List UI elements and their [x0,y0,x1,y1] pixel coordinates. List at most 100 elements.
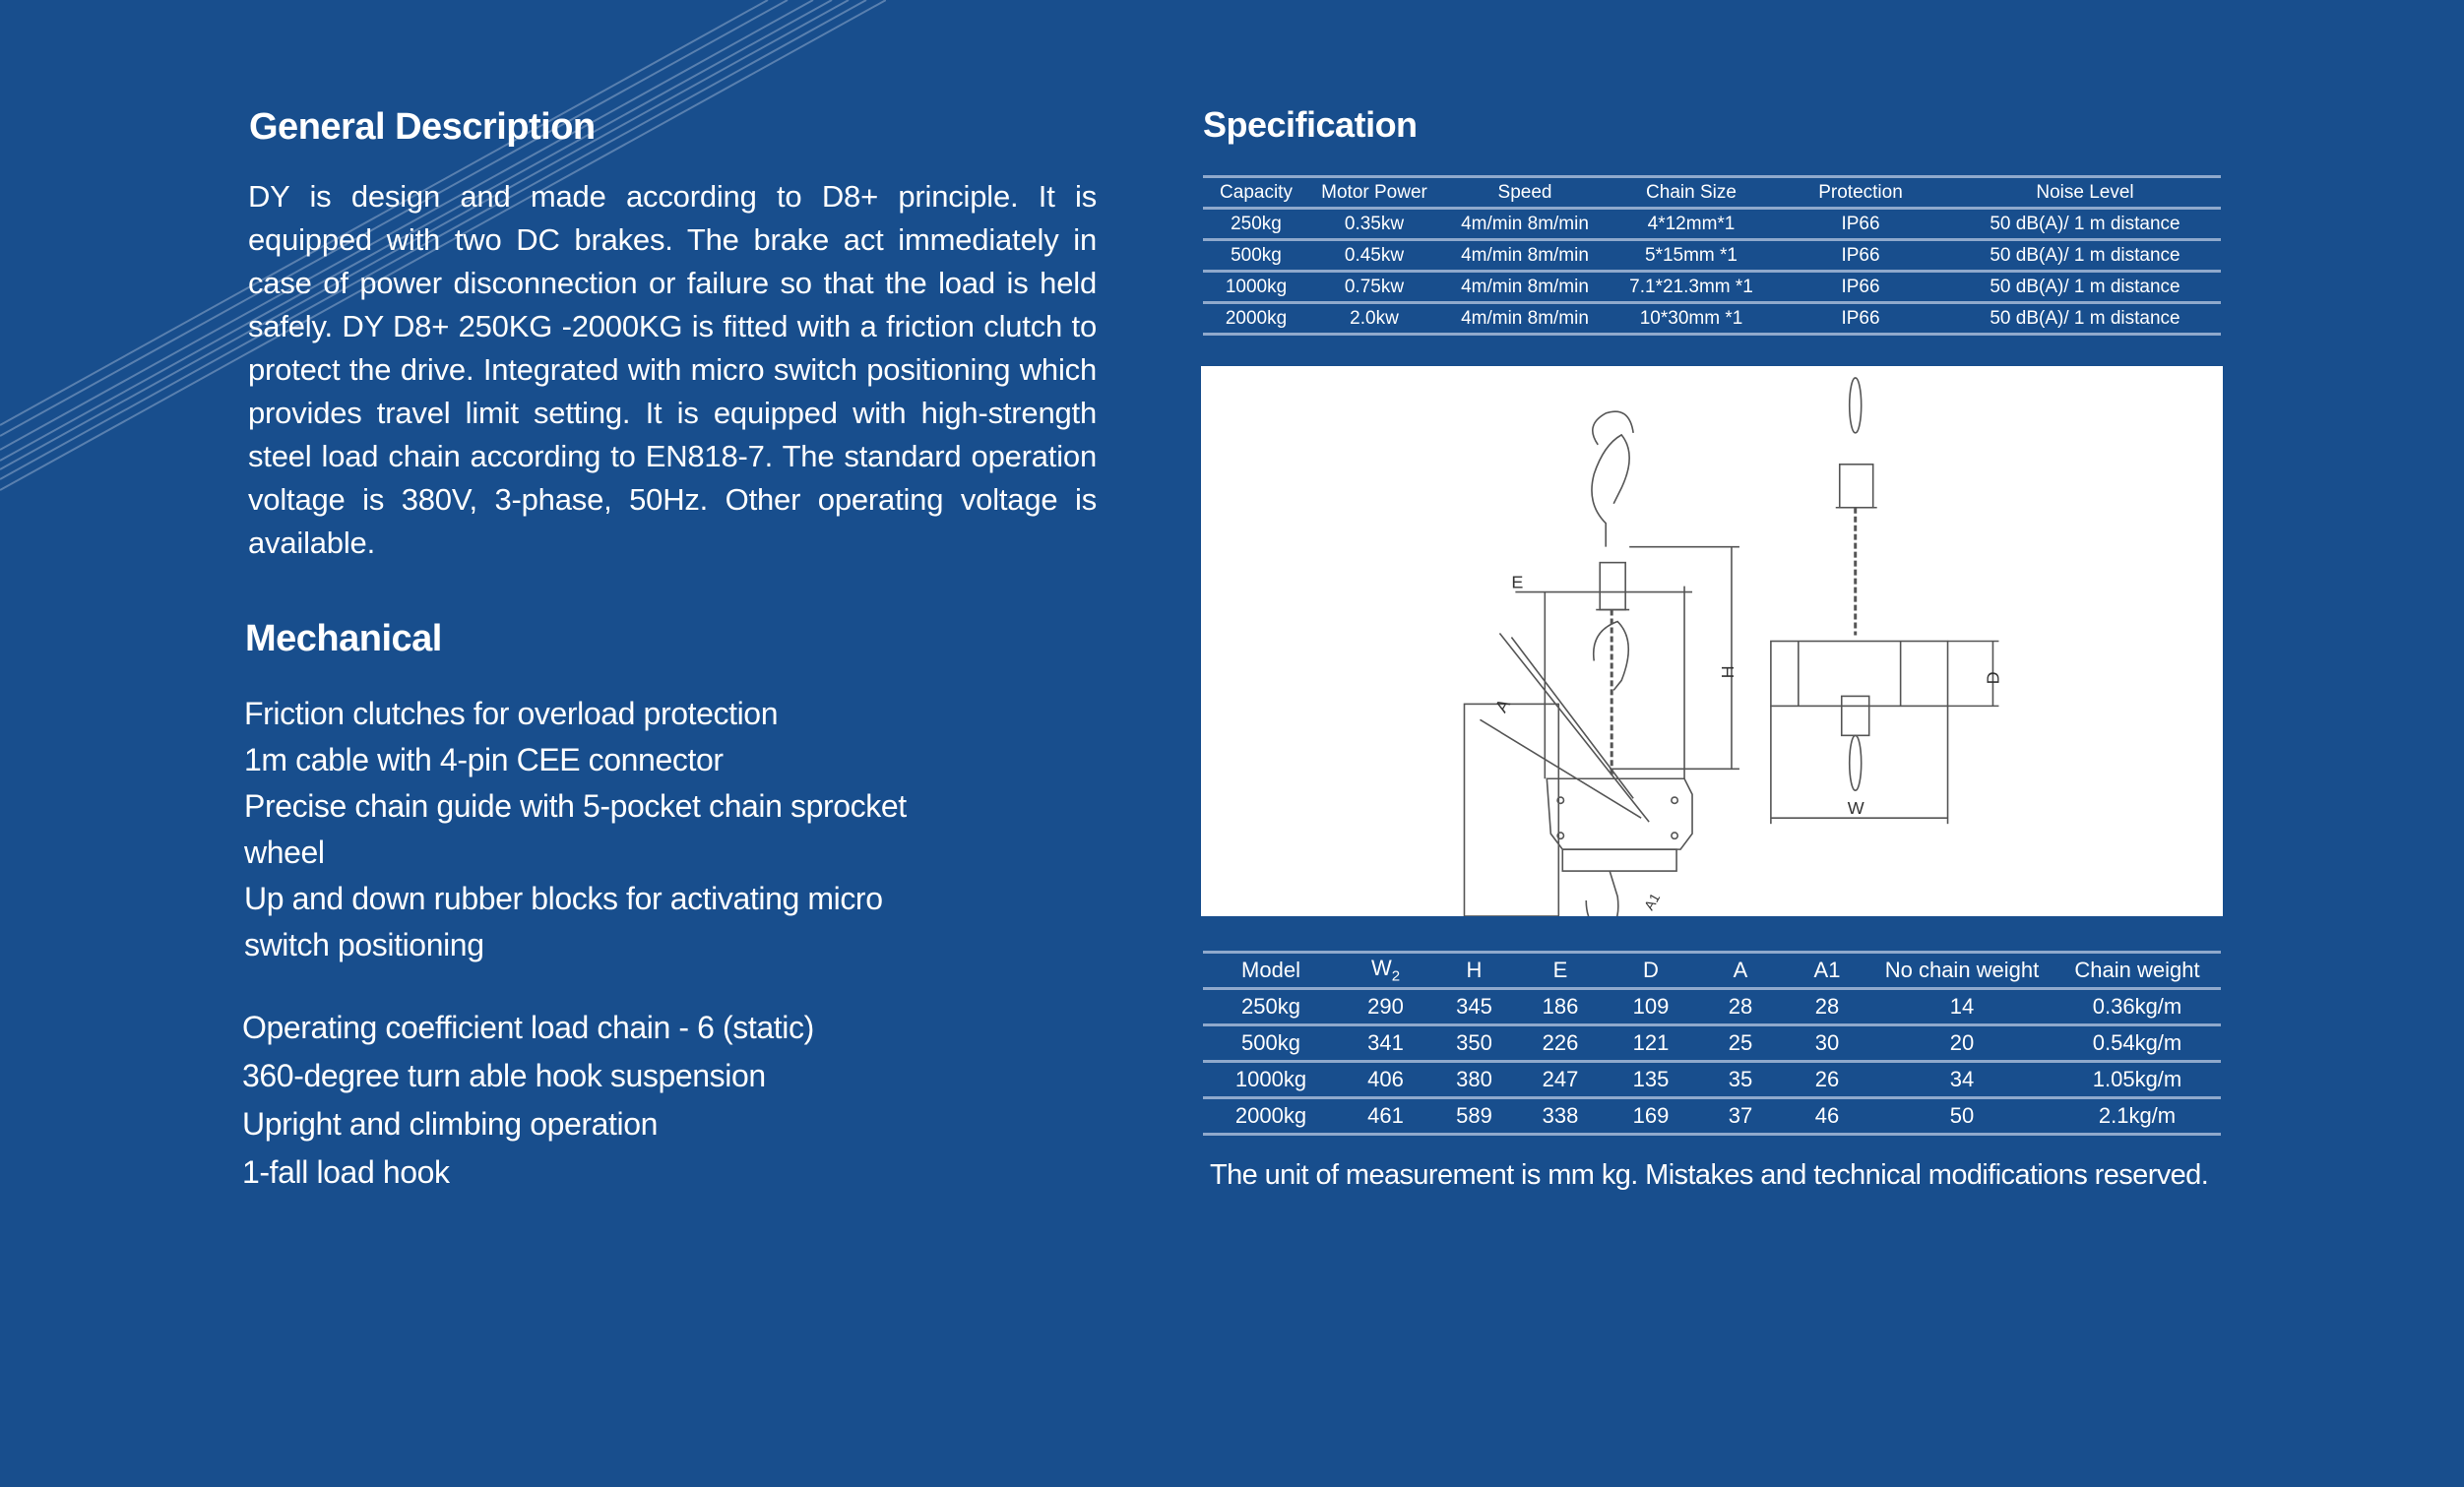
table-cell: 2000kg [1203,302,1309,336]
table-cell: 589 [1432,1097,1516,1136]
mechanical-feature-list: Friction clutches for overload protectio… [244,691,933,968]
table-cell: 37 [1697,1097,1784,1136]
table-cell: 250kg [1203,988,1339,1026]
table-cell: IP66 [1772,302,1949,336]
column-header: Protection [1772,176,1949,210]
table-cell: 0.54kg/m [2053,1024,2221,1063]
table-cell: 28 [1784,988,1870,1026]
table-cell: 338 [1516,1097,1605,1136]
table-cell: 7.1*21.3mm *1 [1611,271,1772,304]
column-header: Chain Size [1611,176,1772,210]
table-cell: 350 [1432,1024,1516,1063]
table-cell: 50 dB(A)/ 1 m distance [1949,239,2221,273]
table-cell: 4m/min 8m/min [1439,208,1611,241]
column-header: Noise Level [1949,176,2221,210]
table-cell: 406 [1339,1061,1432,1099]
table-cell: 169 [1605,1097,1697,1136]
table-cell: 1000kg [1203,1061,1339,1099]
table-cell: 50 dB(A)/ 1 m distance [1949,271,2221,304]
table-cell: 4m/min 8m/min [1439,239,1611,273]
decorative-diagonal-lines [0,0,886,491]
hoist-side-view [1463,410,1739,933]
feature-item: Precise chain guide with 5-pocket chain … [244,788,907,870]
table-cell: 2.0kw [1309,302,1439,336]
table-cell: 461 [1339,1097,1432,1136]
table-cell: 2.1kg/m [2053,1097,2221,1136]
feature-item: Operating coefficient load chain - 6 (st… [242,1010,814,1045]
table-cell: 20 [1870,1024,2053,1063]
table-cell: 25 [1697,1024,1784,1063]
column-header: Model [1203,952,1339,990]
hoist-dimension-diagram: E H A A1 D W [1201,366,2223,933]
table-cell: 500kg [1203,239,1309,273]
table-cell: 28 [1697,988,1784,1026]
column-header: W2 [1339,952,1432,990]
table-cell: 1.05kg/m [2053,1061,2221,1099]
table-cell: 10*30mm *1 [1611,302,1772,336]
table-cell: 121 [1605,1024,1697,1063]
table-cell: 4m/min 8m/min [1439,302,1611,336]
dim-label-a1: A1 [1641,890,1664,912]
table-cell: 14 [1870,988,2053,1026]
measurement-note: The unit of measurement is mm kg. Mistak… [1210,1159,2209,1191]
column-header: Chain weight [2053,952,2221,990]
dim-label-e: E [1511,573,1523,592]
table-cell: 345 [1432,988,1516,1026]
table-cell: 0.36kg/m [2053,988,2221,1026]
specification-title: Specification [1203,104,1418,145]
dim-label-w: W [1848,798,1864,818]
column-header: Motor Power [1309,176,1439,210]
table-cell: 247 [1516,1061,1605,1099]
feature-item: Upright and climbing operation [242,1106,659,1142]
feature-item: 360-degree turn able hook suspension [242,1058,766,1093]
table-cell: 34 [1870,1061,2053,1099]
table-cell: 380 [1432,1061,1516,1099]
table-cell: 500kg [1203,1024,1339,1063]
table-cell: 109 [1605,988,1697,1026]
mechanical-title: Mechanical [245,618,442,659]
table-cell: 50 dB(A)/ 1 m distance [1949,208,2221,241]
feature-item: 1m cable with 4-pin CEE connector [244,742,724,777]
table-cell: 341 [1339,1024,1432,1063]
table-cell: 0.45kw [1309,239,1439,273]
table-cell: 135 [1605,1061,1697,1099]
mechanical-feature-list-2: Operating coefficient load chain - 6 (st… [242,1004,990,1197]
feature-item: Up and down rubber blocks for activating… [244,881,883,962]
table-cell: 35 [1697,1061,1784,1099]
table-cell: 186 [1516,988,1605,1026]
general-description-title: General Description [249,106,596,148]
table-cell: 1000kg [1203,271,1309,304]
table-cell: 0.35kw [1309,208,1439,241]
column-header: Speed [1439,176,1611,210]
table-cell: 50 dB(A)/ 1 m distance [1949,302,2221,336]
feature-item: Friction clutches for overload protectio… [244,696,779,731]
table-cell: 30 [1784,1024,1870,1063]
table-cell: IP66 [1772,271,1949,304]
table-cell: 50 [1870,1097,2053,1136]
column-header: H [1432,952,1516,990]
dim-label-d: D [1983,671,2002,684]
column-header: E [1516,952,1605,990]
table-cell: 226 [1516,1024,1605,1063]
hoist-front-view [1770,377,1999,825]
table-cell: 46 [1784,1097,1870,1136]
table-cell: IP66 [1772,208,1949,241]
dim-label-a: A [1491,696,1514,715]
table-cell: 2000kg [1203,1097,1339,1136]
feature-item: 1-fall load hook [242,1154,450,1190]
table-cell: 4*12mm*1 [1611,208,1772,241]
table-cell: 4m/min 8m/min [1439,271,1611,304]
table-cell: 250kg [1203,208,1309,241]
table-cell: 290 [1339,988,1432,1026]
table-cell: IP66 [1772,239,1949,273]
